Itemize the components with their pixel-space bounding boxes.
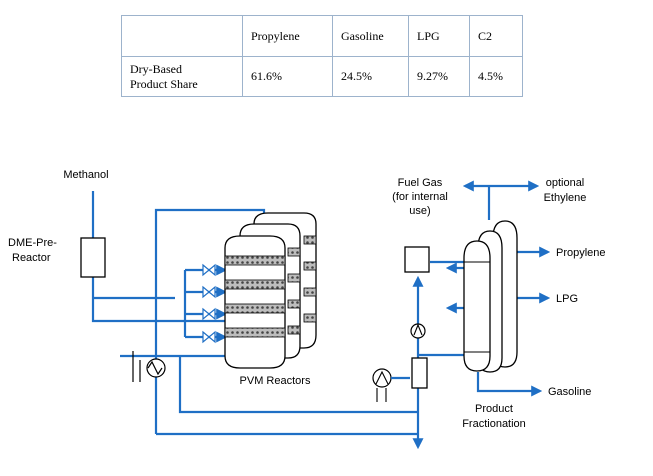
fuel-gas-label-2: (for internal — [392, 191, 448, 203]
valve-icon — [202, 307, 216, 321]
separator-vessel — [411, 357, 428, 389]
methanol-label: Methanol — [63, 169, 108, 181]
optional-ethylene-label-2: Ethylene — [544, 192, 587, 204]
dme-pre-reactor-label-1: DME-Pre- — [8, 237, 57, 249]
pvm-reactor-front — [224, 235, 286, 369]
cooler-icon — [132, 351, 166, 382]
valve-group — [202, 263, 216, 344]
compressor-icon — [410, 323, 426, 339]
header-lpg: LPG — [408, 15, 470, 57]
value-c2: 4.5% — [469, 56, 523, 97]
pump-icon — [372, 368, 410, 402]
lpg-label: LPG — [556, 293, 578, 305]
value-lpg: 9.27% — [408, 56, 470, 97]
optional-ethylene-label-1: optional — [546, 177, 585, 189]
flash-drum-box — [404, 246, 430, 273]
product-share-table: Propylene Gasoline LPG C2 Dry-Based Prod… — [121, 15, 523, 97]
valve-icon — [202, 330, 216, 344]
pvm-reactors-label: PVM Reactors — [240, 375, 311, 387]
fractionation-column-front — [463, 240, 491, 372]
fuel-gas-label-1: Fuel Gas — [398, 177, 443, 189]
column-tray-lines — [464, 261, 490, 353]
product-fractionation-label-2: Fractionation — [462, 418, 526, 430]
dme-pre-reactor-label-2: Reactor — [12, 252, 51, 264]
product-fractionation-label-1: Product — [475, 403, 513, 415]
valve-icon — [202, 285, 216, 299]
gasoline-label: Gasoline — [548, 386, 591, 398]
gasoline-arrow — [476, 372, 543, 397]
value-gasoline: 24.5% — [332, 56, 409, 97]
dme-pre-reactor-box — [80, 237, 106, 278]
header-c2: C2 — [469, 15, 523, 57]
fuel-gas-label-3: use) — [409, 205, 430, 217]
valve-icon — [202, 263, 216, 277]
reactor-effluent-pipe — [178, 356, 418, 414]
table-row: Dry-Based Product Share 61.6% 24.5% 9.27… — [121, 56, 523, 97]
dme-outlet-pipe — [91, 277, 225, 323]
propylene-label: Propylene — [556, 247, 606, 259]
value-propylene: 61.6% — [242, 56, 333, 97]
